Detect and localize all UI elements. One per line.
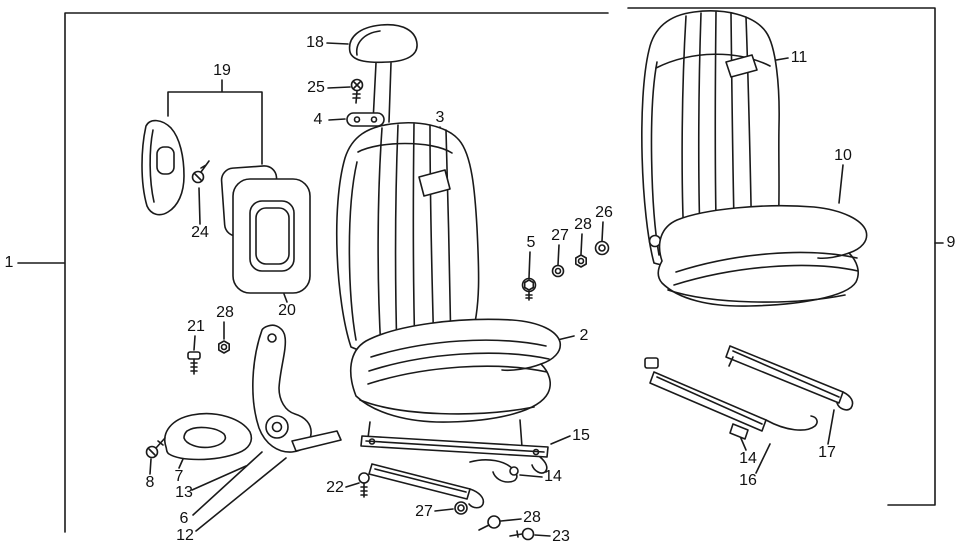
recliner-fasteners: [187, 340, 230, 375]
part-label-4: 4: [313, 111, 323, 128]
part-label-24: 24: [191, 224, 209, 241]
part-label-10: 10: [834, 147, 852, 164]
part-label-9: 9: [946, 234, 956, 251]
group-bracket-lines: [17, 7, 944, 533]
part-label-26: 26: [595, 204, 613, 221]
part-label-8: 8: [145, 474, 155, 491]
headrest-parts: [346, 23, 418, 127]
part-label-18: 18: [306, 34, 324, 51]
part-label-7: 7: [174, 468, 184, 485]
part-label-21: 21: [187, 318, 205, 335]
part-label-15: 15: [572, 427, 590, 444]
part-label-22: 22: [326, 479, 344, 496]
left-seatback: [335, 121, 480, 358]
right-seat: [641, 10, 868, 307]
part-label-28-c: 28: [523, 509, 541, 526]
part-label-6: 6: [179, 510, 189, 527]
fastener-row: [521, 240, 610, 301]
left-rails: [358, 435, 549, 541]
part-label-20: 20: [278, 302, 296, 319]
recliner-mechanism: [252, 324, 342, 453]
part-label-16: 16: [739, 472, 757, 489]
left-cushion: [350, 318, 562, 448]
part-label-12: 12: [176, 527, 194, 544]
part-label-3: 3: [435, 109, 445, 126]
part-label-13: 13: [175, 484, 193, 501]
part-label-11: 11: [790, 49, 808, 66]
handle-cover: [145, 412, 253, 461]
part-label-25: 25: [307, 79, 325, 96]
part-label-28-b: 28: [574, 216, 592, 233]
right-rails: [644, 345, 854, 440]
part-label-27-bottom: 27: [415, 503, 433, 520]
part-label-19: 19: [213, 62, 231, 79]
part-label-28-a: 28: [216, 304, 234, 321]
part-label-1: 1: [4, 254, 14, 271]
trim-panel-parts: [141, 119, 311, 294]
part-label-14-left: 14: [544, 468, 562, 485]
part-label-23: 23: [552, 528, 570, 545]
part-label-14-right: 14: [739, 450, 757, 467]
part-label-5: 5: [526, 234, 536, 251]
part-label-17: 17: [818, 444, 836, 461]
part-label-2: 2: [579, 327, 589, 344]
part-label-27-top: 27: [551, 227, 569, 244]
leader-lines: [149, 42, 844, 537]
